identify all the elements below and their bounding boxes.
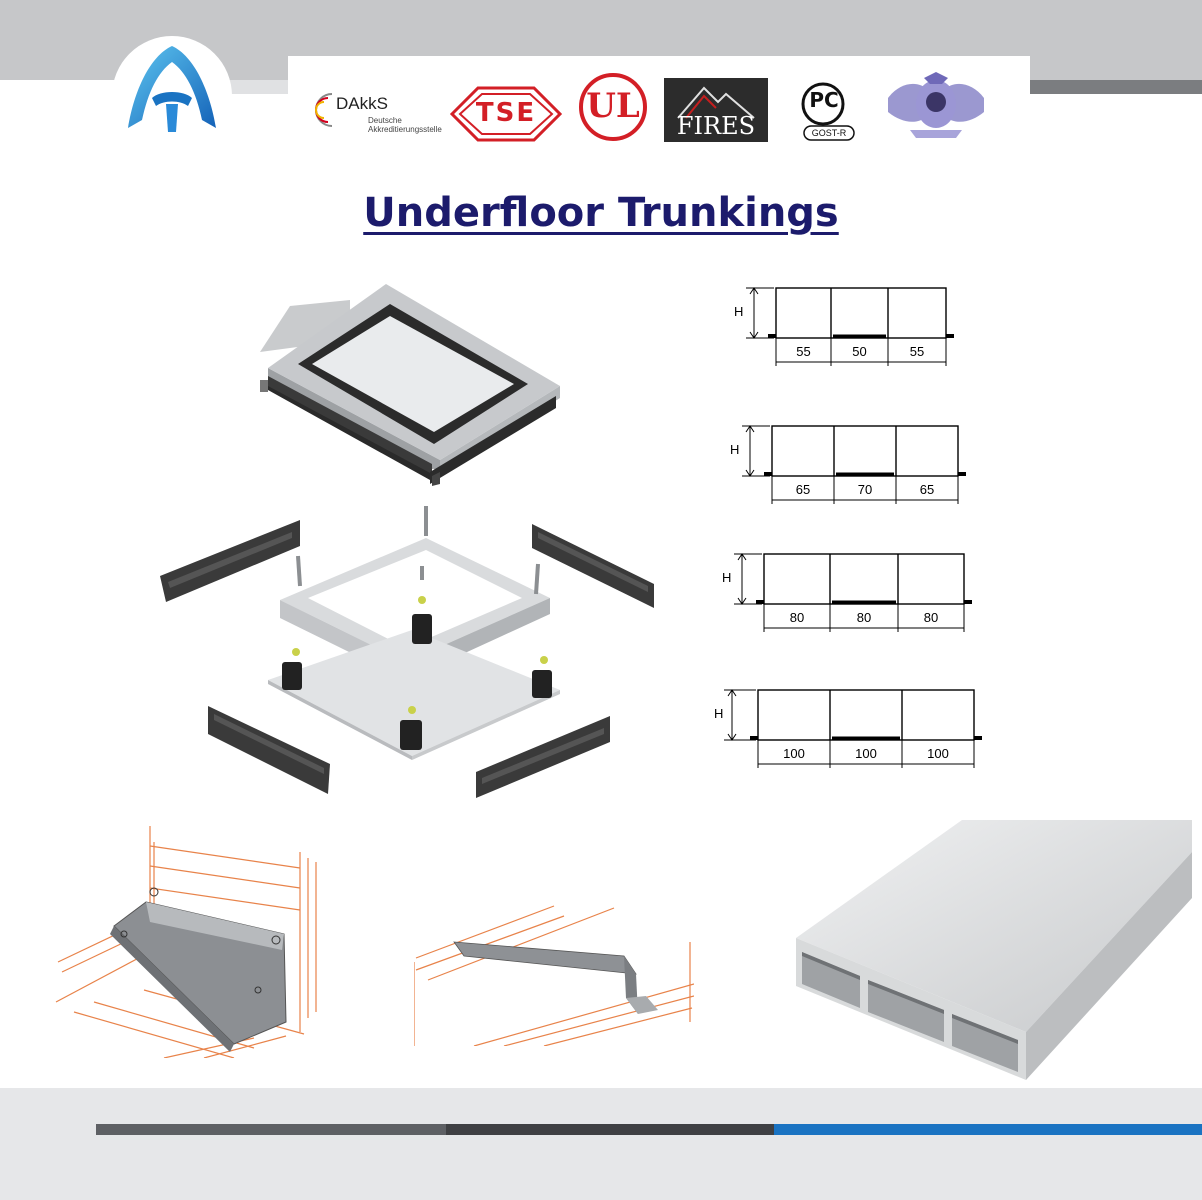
gost-r-text: GOST-R (811, 128, 847, 138)
height-label-2: H (730, 442, 740, 457)
tse-text: TSE (475, 98, 537, 128)
width-label-2c: 65 (919, 482, 935, 497)
dimension-diagram-4: H 100 100 100 (712, 684, 992, 774)
company-logo-icon (128, 46, 216, 132)
width-label-2a: 65 (795, 482, 811, 497)
base-plate (268, 630, 560, 760)
width-label-1b: 50 (852, 344, 867, 359)
dakks-icon (315, 93, 333, 127)
assembled-floor-box (260, 284, 560, 486)
side-panel-bottom-right (476, 716, 610, 798)
trunking-profile-illustration (776, 818, 1196, 1084)
gost-r-mark: PC (809, 88, 839, 112)
trunking-profile-render (796, 820, 1192, 1080)
side-panel-top-left (160, 520, 300, 602)
dimension-diagram-1: H 55 50 55 (728, 282, 988, 372)
height-label-1: H (734, 304, 744, 319)
floor-box-illustration (150, 280, 670, 800)
section-profile-2 (742, 425, 966, 504)
footer-bar-dark (446, 1124, 774, 1135)
screws (296, 506, 540, 595)
crest-icon (888, 72, 984, 138)
width-label-2b: 70 (857, 482, 873, 497)
tse-logo: TSE (449, 86, 563, 142)
trunking-bend-illustration (54, 822, 344, 1059)
dimension-diagram-3: H 80 80 80 (718, 548, 988, 638)
footer-bar-blue (774, 1124, 1202, 1135)
company-logo (112, 36, 232, 156)
ul-logo: UL (578, 72, 648, 142)
height-label-4: H (714, 706, 724, 721)
height-label-3: H (722, 570, 732, 585)
dakks-subtitle-1: Deutsche (368, 116, 402, 125)
trunking-coupler-illustration (413, 902, 695, 1047)
section-profile-1 (746, 287, 954, 366)
side-panel-bottom-left (208, 706, 330, 794)
gost-r-logo: PC GOST-R (798, 80, 860, 144)
header-band-accent-dark (1030, 80, 1202, 94)
fasteners (292, 596, 548, 714)
tse-icon (449, 86, 563, 142)
floor-box-exploded-view (160, 284, 654, 798)
fires-icon (677, 86, 755, 119)
section-profile-3 (734, 553, 972, 632)
section-profile-4 (724, 689, 982, 768)
gost-r-icon (801, 82, 855, 141)
footer-band (0, 1088, 1202, 1200)
dakks-logo: DAkkS Deutsche Akkreditierungsstelle (314, 86, 454, 140)
header-band-accent-light (226, 80, 290, 94)
width-label-3b: 80 (856, 610, 872, 625)
crest-logo (880, 68, 992, 142)
trunking-coupler-drawing (413, 905, 695, 1047)
trunking-bend-drawing (55, 826, 317, 1059)
width-label-3a: 80 (789, 610, 805, 625)
dakks-subtitle-2: Akkreditierungsstelle (368, 125, 442, 134)
footer-bar-grey (96, 1124, 446, 1135)
ul-icon (579, 73, 647, 141)
fires-text: FIRES (676, 112, 756, 140)
side-panel-top-right (532, 524, 654, 608)
width-label-1a: 55 (796, 344, 811, 359)
dakks-name: DAkkS (336, 94, 388, 113)
dimension-diagram-2: H 65 70 65 (726, 420, 986, 510)
ul-text: UL (586, 86, 640, 126)
width-label-4b: 100 (855, 746, 877, 761)
width-label-4a: 100 (783, 746, 805, 761)
width-label-3c: 80 (923, 610, 939, 625)
height-adjusters (282, 614, 552, 750)
width-label-1c: 55 (909, 344, 925, 359)
fires-logo: FIRES (664, 78, 768, 142)
width-label-4c: 100 (927, 746, 949, 761)
page-title: Underfloor Trunkings (363, 190, 839, 236)
